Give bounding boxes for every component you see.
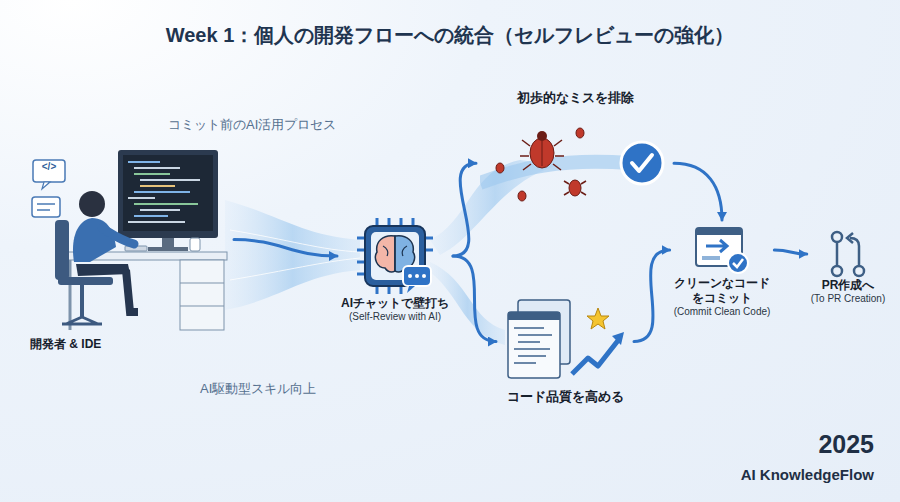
node-label: 開発者 & IDE	[30, 337, 101, 352]
code-symbol: </>	[33, 161, 65, 172]
bug-removal-icon	[480, 108, 670, 218]
section-note: AI駆動型スキル向上	[200, 380, 316, 398]
flow-arrow	[634, 250, 670, 342]
flow-arrow	[674, 163, 722, 220]
node-label: (To PR Creation)	[811, 293, 885, 306]
code-quality-icon	[500, 294, 630, 389]
flow-arrow	[234, 240, 337, 257]
developer-node: 開発者 & IDE	[26, 138, 234, 356]
commit-icon	[692, 224, 752, 276]
brand-mark: AI KnowledgeFlow	[741, 466, 874, 483]
node-label: PR作成へ	[822, 278, 875, 293]
diagram-title: Week 1：個人の開発フローへの統合（セルフレビューの強化）	[0, 22, 900, 49]
node-label: クリーンなコード をコミット	[674, 276, 770, 306]
flow-arrow	[453, 256, 496, 342]
year-mark: 2025	[818, 430, 874, 459]
node-label: (Self-Review with AI)	[349, 311, 441, 324]
pull-request-icon	[828, 230, 868, 278]
section-note: コミット前のAI活用プロセス	[168, 116, 336, 134]
developer-illustration	[30, 142, 230, 337]
node-label: (Commit Clean Code)	[674, 306, 771, 319]
ai-chip-icon	[355, 216, 435, 296]
pr-node: PR作成へ(To PR Creation)	[807, 226, 889, 310]
flow-arrow	[453, 163, 476, 256]
commit-node: クリーンなコード をコミット(Commit Clean Code)	[670, 220, 775, 323]
quality-node: コード品質を高める	[496, 290, 634, 411]
node-label: コード品質を高める	[507, 389, 624, 405]
bug-removal-node: 初歩的なミスを排除	[476, 86, 674, 222]
node-label: AIチャットで壁打ち	[341, 296, 449, 311]
flow-arrow	[774, 250, 806, 254]
node-label: 初歩的なミスを排除	[517, 90, 634, 106]
ai-review-node: AIチャットで壁打ち(Self-Review with AI)	[337, 212, 453, 328]
